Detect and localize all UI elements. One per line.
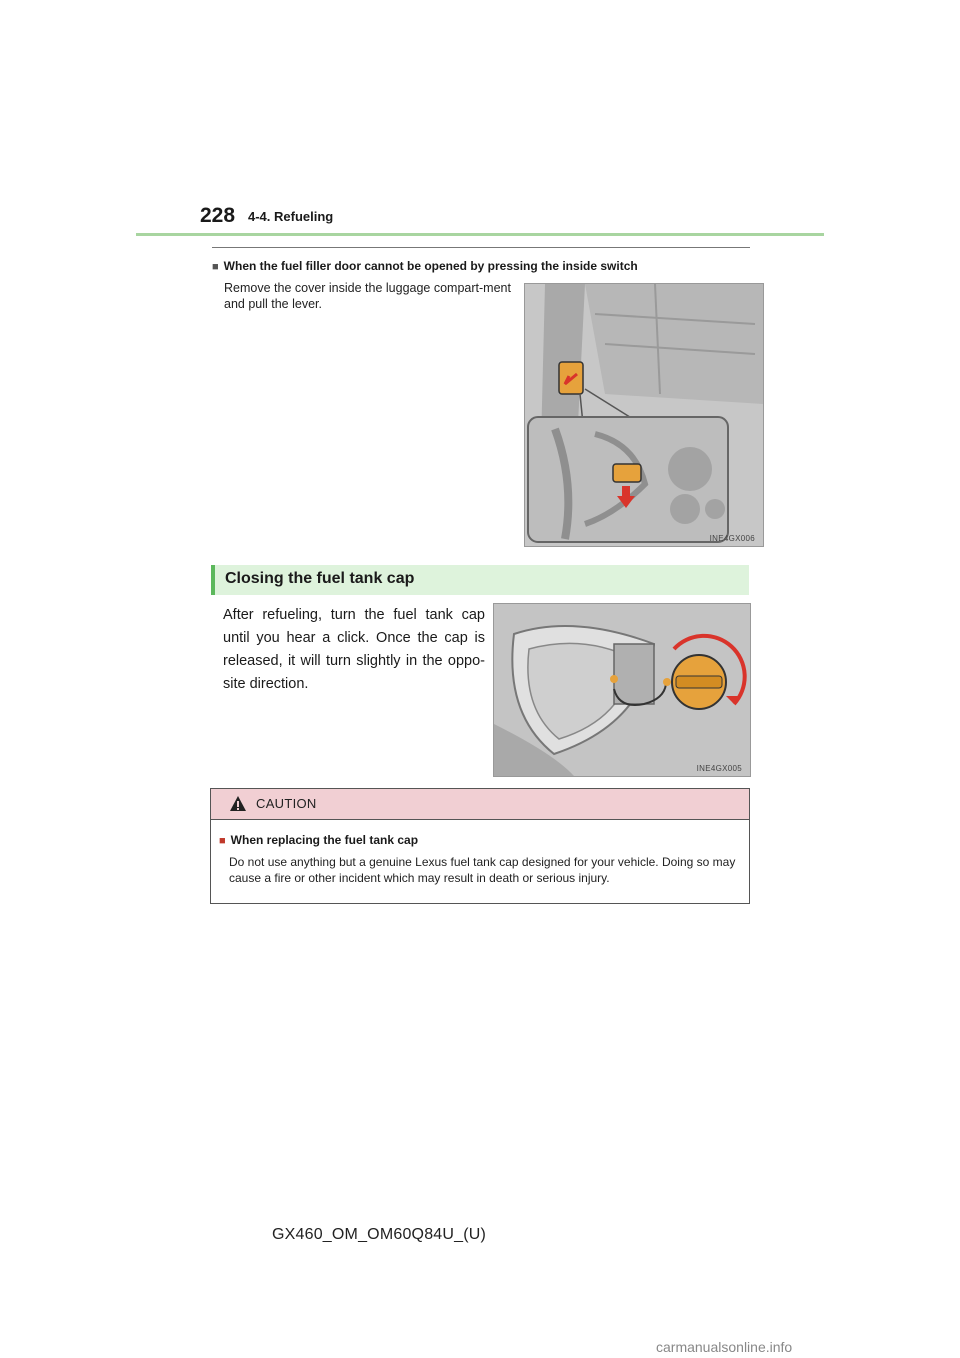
caution-box: CAUTION ■ When replacing the fuel tank ca…	[210, 788, 750, 904]
fuel-door-heading-text: When the fuel filler door cannot be open…	[223, 259, 638, 273]
fuel-cap-illustration: INE4GX005	[493, 603, 751, 777]
caution-body: Do not use anything but a genuine Lexus …	[229, 855, 736, 885]
caution-heading: ■ When replacing the fuel tank cap	[219, 833, 418, 847]
section-title: Closing the fuel tank cap	[225, 570, 415, 587]
closing-instructions: After refueling, turn the fuel tank cap …	[223, 607, 485, 692]
document-code: GX460_OM_OM60Q84U_(U)	[272, 1226, 487, 1243]
fuel-door-heading: ■ When the fuel filler door cannot be ope…	[212, 259, 638, 273]
section-header: Closing the fuel tank cap	[211, 565, 749, 595]
luggage-lever-drawing	[525, 284, 763, 546]
square-bullet-icon: ■	[212, 261, 219, 273]
section-breadcrumb: 4-4. Refueling	[248, 209, 334, 224]
watermark: carmanualsonline.info	[656, 1339, 793, 1355]
luggage-lever-illustration: INE4GX006	[524, 283, 764, 547]
fuel-cap-drawing	[494, 604, 750, 776]
page-number: 228	[200, 204, 236, 227]
figure-code: INE4GX006	[709, 534, 755, 543]
square-bullet-icon: ■	[219, 835, 226, 847]
header-rule	[136, 233, 824, 236]
figure-code: INE4GX005	[696, 764, 742, 773]
warning-triangle-icon	[230, 796, 246, 811]
caution-title: CAUTION	[256, 796, 317, 811]
fuel-door-instructions: Remove the cover inside the luggage comp…	[224, 281, 511, 311]
divider	[212, 247, 750, 248]
caution-header: CAUTION	[211, 789, 749, 820]
caution-heading-text: When replacing the fuel tank cap	[230, 833, 419, 847]
